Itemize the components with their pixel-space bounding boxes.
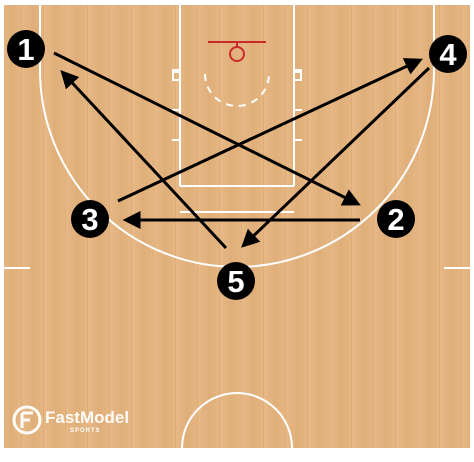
fastmodel-logo-icon xyxy=(12,405,42,435)
player-3: 3 xyxy=(71,200,109,238)
player-1: 1 xyxy=(7,30,45,68)
svg-text:4: 4 xyxy=(439,37,457,72)
svg-text:2: 2 xyxy=(387,202,404,237)
player-2: 2 xyxy=(377,200,415,238)
basket xyxy=(208,41,266,62)
pass-arrow-1-to-2 xyxy=(53,51,361,206)
pass-arrow-4-to-5 xyxy=(241,66,431,248)
pass-arrow-3-to-4 xyxy=(117,58,423,203)
pass-arrow-5-to-1 xyxy=(60,70,228,250)
player-4: 4 xyxy=(429,35,467,73)
svg-text:3: 3 xyxy=(81,202,98,237)
svg-text:1: 1 xyxy=(17,32,34,67)
court-lines xyxy=(4,3,470,449)
brand-sub: SPORTS xyxy=(70,428,101,434)
fastmodel-logo: FastModel SPORTS xyxy=(12,405,129,435)
rim xyxy=(229,46,245,62)
center-circle xyxy=(181,392,293,449)
player-5: 5 xyxy=(217,262,255,300)
svg-text:5: 5 xyxy=(227,264,244,299)
brand-name: FastModel xyxy=(45,408,129,427)
pass-arrows xyxy=(53,51,431,250)
